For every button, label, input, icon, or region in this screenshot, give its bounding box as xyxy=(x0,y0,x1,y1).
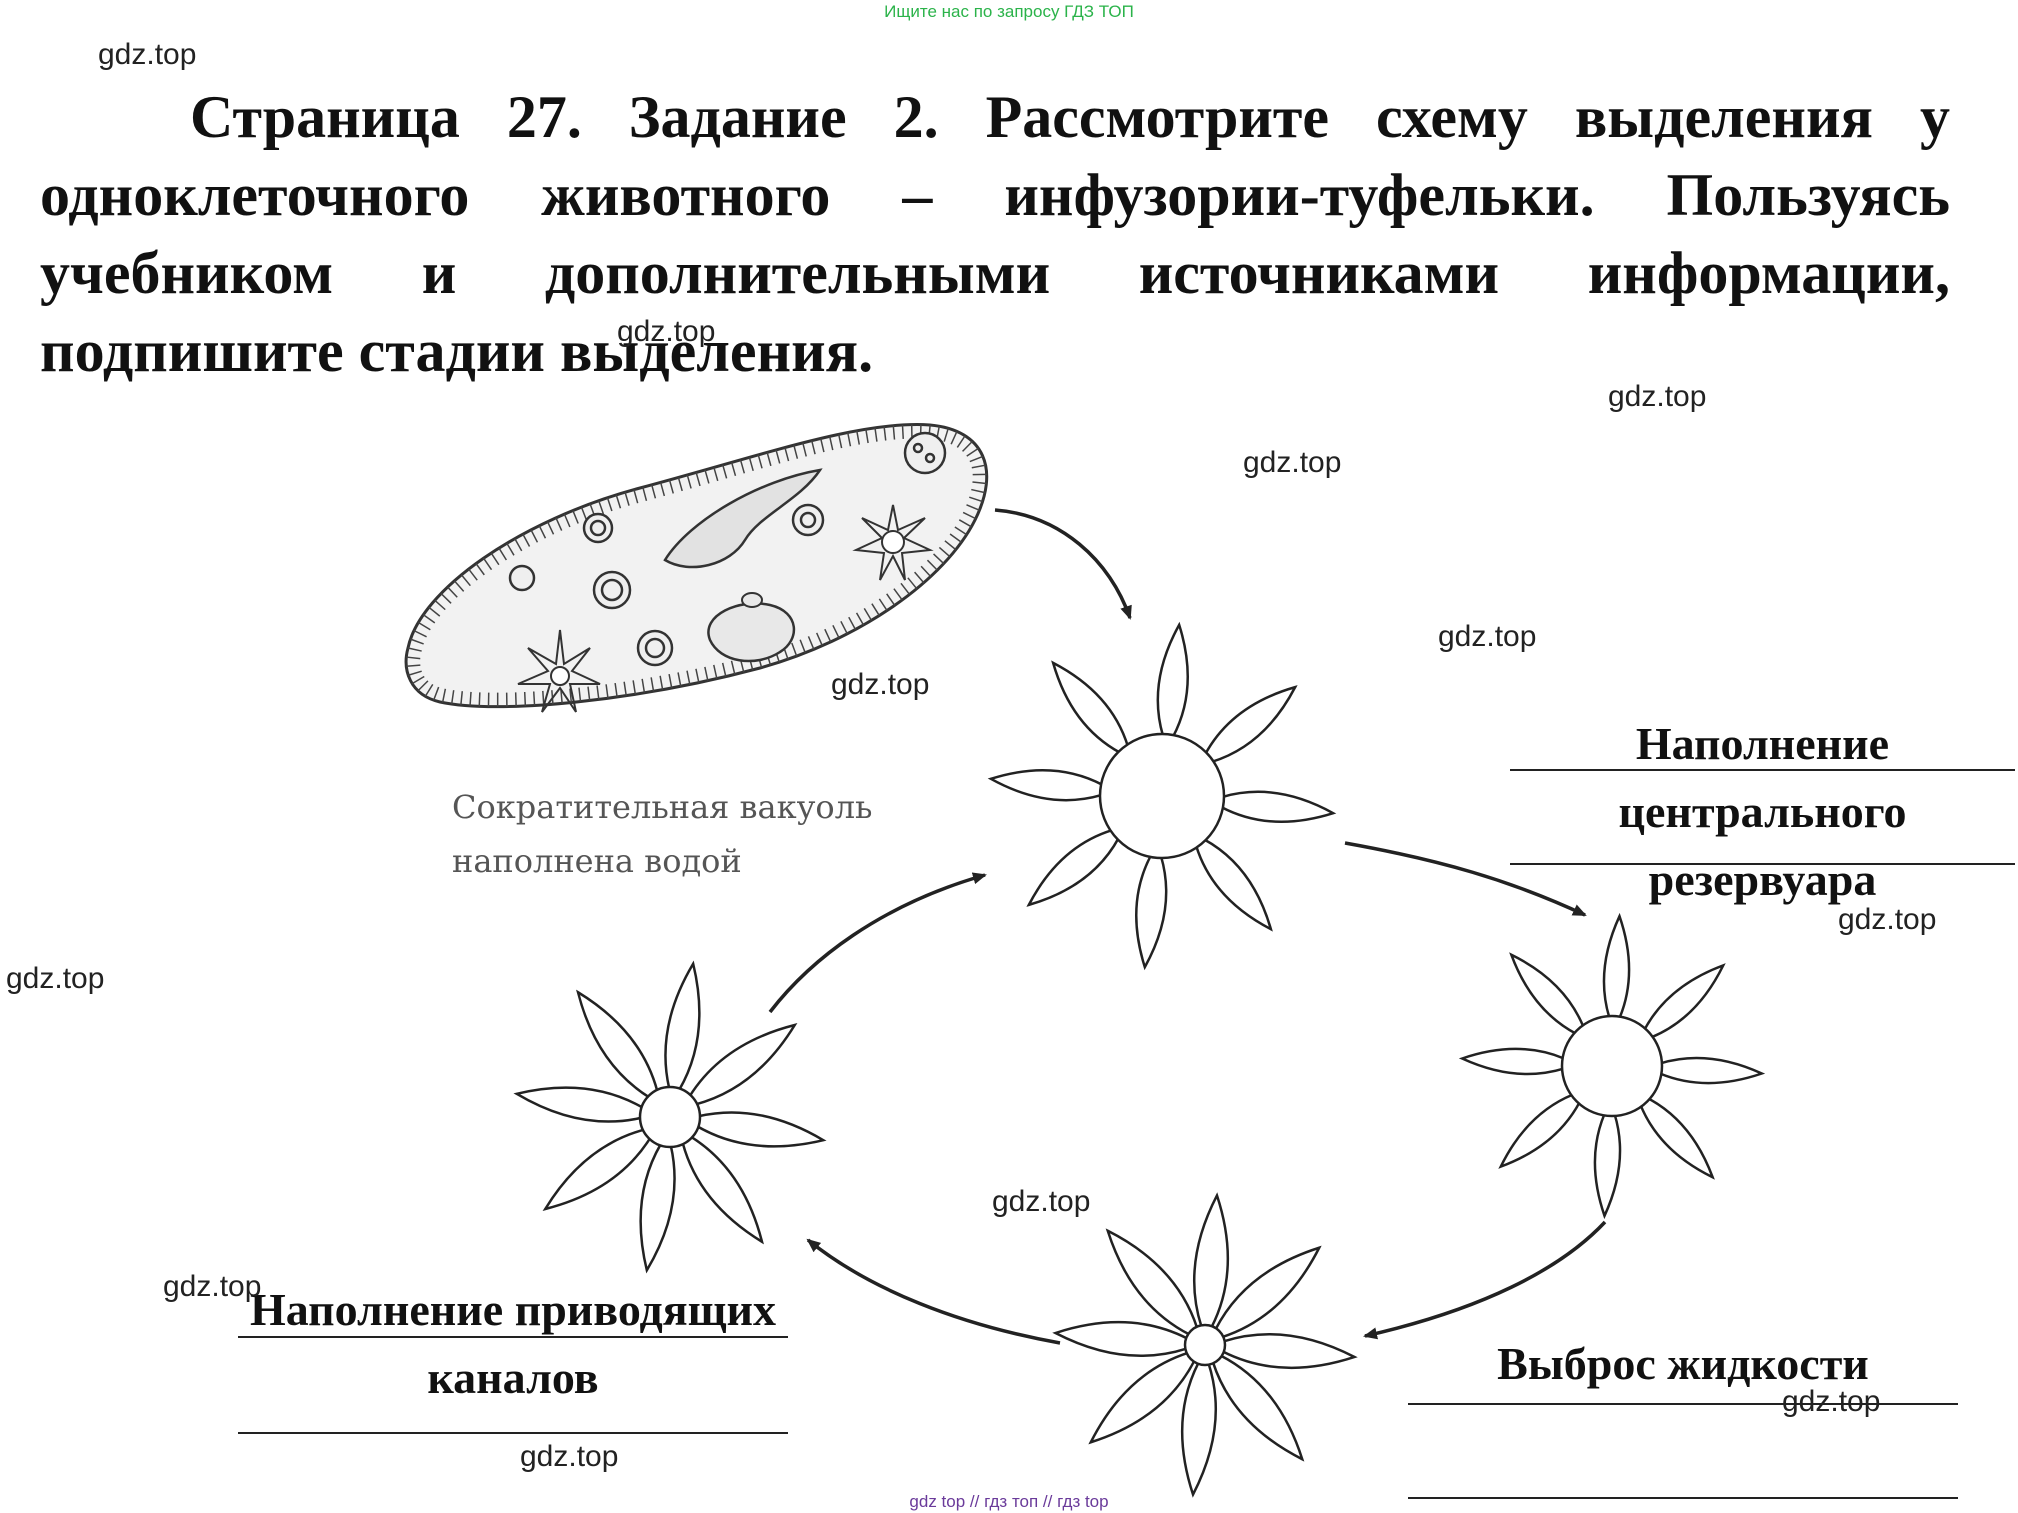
watermark: gdz.top xyxy=(831,668,930,701)
radiating-canal xyxy=(1088,1351,1196,1445)
radiating-canal xyxy=(1643,963,1726,1039)
watermark: gdz.top xyxy=(617,315,716,348)
watermark: gdz.top xyxy=(1782,1385,1881,1418)
task-text: Страница 27. Задание 2. Рассмотрите схем… xyxy=(40,84,1950,384)
vacuole-stage-left xyxy=(513,960,827,1274)
radiating-canal xyxy=(1204,685,1298,764)
radiating-canal xyxy=(696,1111,827,1148)
watermark: gdz.top xyxy=(992,1185,1091,1218)
radiating-canal xyxy=(1214,1245,1322,1339)
radiating-canal xyxy=(681,1135,764,1245)
central-reservoir xyxy=(638,1085,702,1149)
radiating-canal xyxy=(1026,828,1120,907)
radiating-canal xyxy=(576,989,659,1099)
radiating-canal xyxy=(1220,790,1337,823)
vacuole-stage-top xyxy=(987,621,1337,971)
task-statement: Страница 27. Задание 2. Рассмотрите схем… xyxy=(40,78,1950,390)
arrow-bottom-to-left xyxy=(806,1238,1061,1345)
vacuole-stages xyxy=(513,621,1766,1498)
paramecium-caption: Сократительная вакуоль наполнена водой xyxy=(452,780,872,888)
radiating-canal xyxy=(1051,660,1130,754)
radiating-canal xyxy=(1659,1056,1766,1085)
cycle-arrows xyxy=(768,508,1607,1345)
caption-line-1: Сократительная вакуоль xyxy=(452,788,873,826)
central-reservoir xyxy=(1183,1323,1227,1367)
arrow-left-to-top xyxy=(768,872,987,1014)
contractile-vacuole-small xyxy=(517,504,934,713)
radiating-canal xyxy=(1180,1361,1217,1498)
radiating-canal xyxy=(1221,1333,1358,1370)
radiating-canal xyxy=(1194,838,1273,932)
radiating-canal xyxy=(1593,1113,1622,1220)
watermark: gdz.top xyxy=(1243,446,1342,479)
vacuole-stage-right xyxy=(1458,912,1766,1220)
answer-stage-bottom-right: Выброс жидкости xyxy=(1497,1338,1869,1389)
radiating-canal xyxy=(664,960,701,1091)
radiating-canal xyxy=(1458,1047,1565,1076)
watermark: gdz.top xyxy=(6,962,105,995)
watermark: gdz.top xyxy=(163,1270,262,1303)
macronucleus xyxy=(707,602,796,663)
radiating-canal xyxy=(1105,1228,1199,1336)
food-vacuoles xyxy=(508,431,947,667)
answer-stage-left: Наполнение приводящих каналов xyxy=(249,1284,776,1403)
paramecium-illustration xyxy=(404,423,989,713)
answer-rules xyxy=(238,769,2015,1499)
radiating-canal xyxy=(987,769,1104,802)
watermark: gdz.top xyxy=(1838,903,1937,936)
arrow-right-to-bottom xyxy=(1363,1220,1607,1340)
radiating-canal xyxy=(1602,912,1631,1019)
radiating-canal xyxy=(1509,952,1585,1035)
radiating-canal xyxy=(639,1143,676,1274)
radiating-canal xyxy=(513,1086,644,1123)
arrow-paramecium-to-top xyxy=(994,508,1132,620)
central-reservoir xyxy=(1560,1014,1664,1118)
radiating-canal xyxy=(688,1023,798,1106)
radiating-canal xyxy=(542,1128,652,1211)
bottom-links[interactable]: gdz top // гдз топ // гдз top xyxy=(909,1492,1109,1511)
watermark: gdz.top xyxy=(520,1440,619,1473)
watermark: gdz.top xyxy=(1608,380,1707,413)
radiating-canal xyxy=(1193,1192,1230,1329)
central-reservoir xyxy=(1098,732,1226,860)
arrow-top-to-right xyxy=(1344,841,1587,917)
radiating-canal xyxy=(1156,621,1189,738)
cilia xyxy=(406,424,987,707)
radiating-canal xyxy=(1211,1354,1305,1462)
radiating-canal xyxy=(1052,1320,1189,1357)
top-search-hint[interactable]: Ищите нас по запросу ГДЗ ТОП xyxy=(884,2,1134,21)
caption-line-2: наполнена водой xyxy=(452,842,742,880)
oral-groove xyxy=(663,468,823,569)
answer-stage-right: Наполнение центрального резервуара xyxy=(1618,718,1907,905)
radiating-canal xyxy=(1639,1097,1715,1180)
vacuole-stage-bottom xyxy=(1052,1192,1358,1498)
radiating-canal xyxy=(1498,1093,1581,1169)
watermark: gdz.top xyxy=(98,38,197,71)
radiating-canal xyxy=(1135,854,1168,971)
watermark: gdz.top xyxy=(1438,620,1537,653)
